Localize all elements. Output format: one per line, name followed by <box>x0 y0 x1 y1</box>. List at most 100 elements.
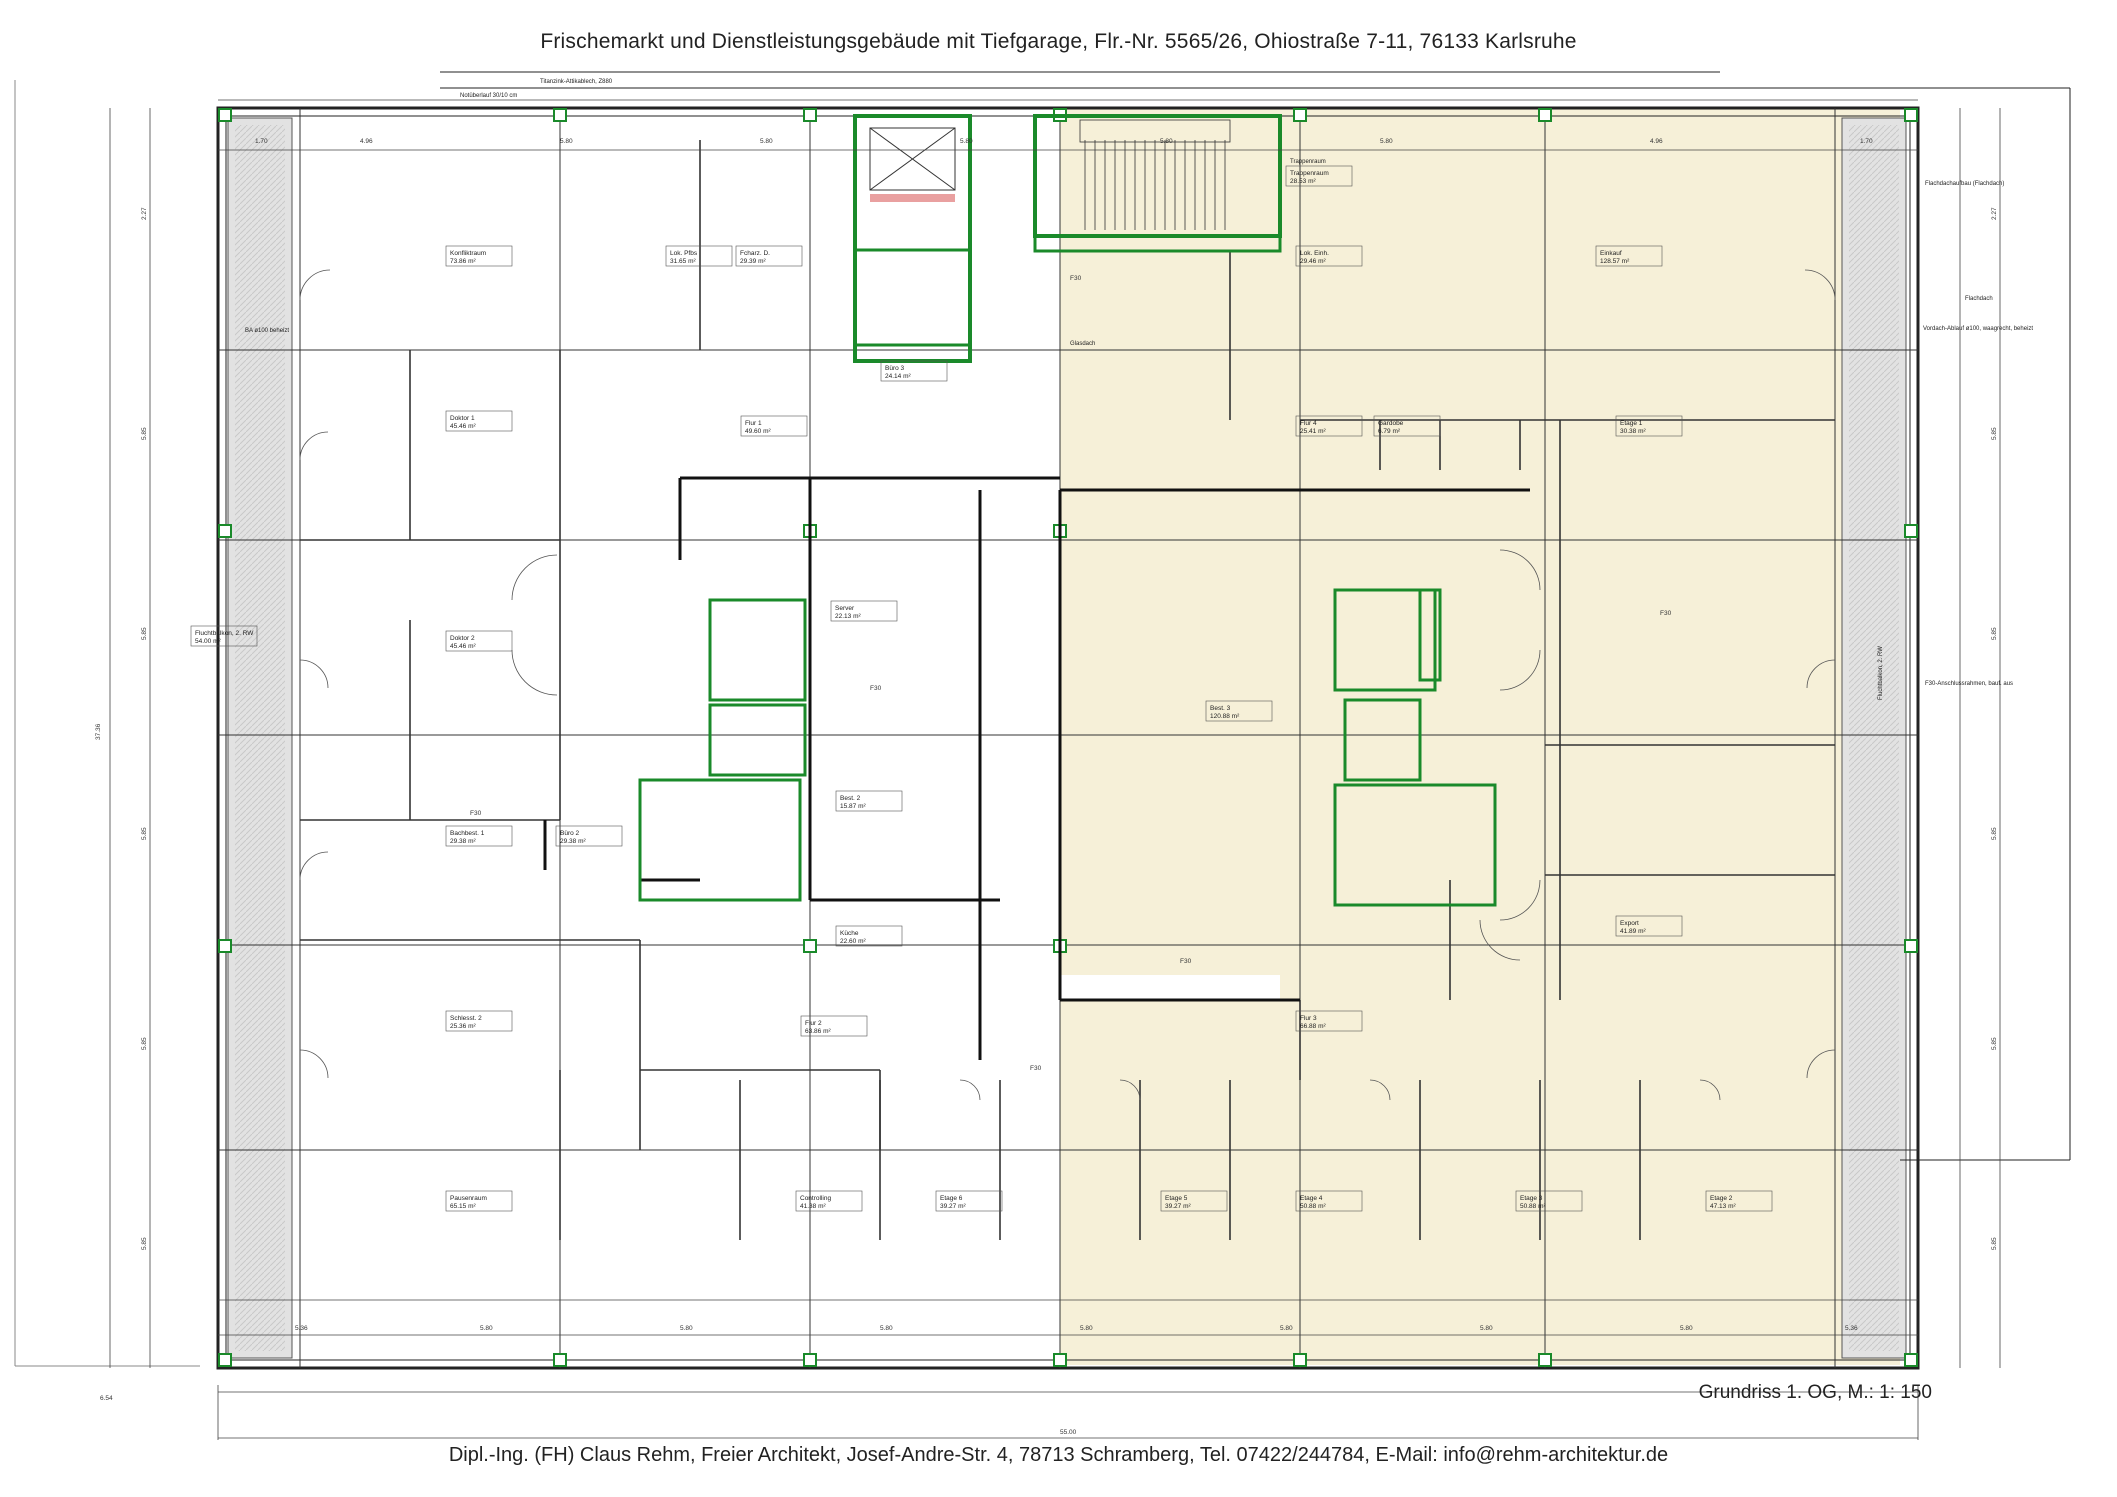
room-stamp-frame <box>735 245 803 267</box>
room-area: 50.88 m² <box>1520 1203 1546 1210</box>
f30-label-5: F30 <box>1180 958 1192 965</box>
room-stamp-frame <box>830 600 898 622</box>
overall-depth: 37.36 <box>95 723 102 740</box>
room-name: Gardobe <box>1378 420 1404 427</box>
dimensions-bottom: 5.36 5.80 5.80 5.80 5.80 5.80 5.80 5.80 … <box>100 1325 1858 1436</box>
dim-top-7: 5.80 <box>1380 138 1393 145</box>
room-area: 6.79 m² <box>1378 428 1401 435</box>
note-anschluss: F30-Anschlussrahmen, bauf. aus <box>1925 681 2013 687</box>
dimension-ticks <box>109 99 2001 1440</box>
note-flachdachaufbau: Flachdachaufbau (Flachdach) <box>1925 181 2004 187</box>
room-stamp-frame <box>555 825 623 847</box>
room-name: Etage 6 <box>940 1195 963 1202</box>
room-area: 25.36 m² <box>450 1023 476 1030</box>
room-stamp: Doktor 245.46 m² <box>445 630 513 652</box>
room-name: Lok. Einh. <box>1300 250 1329 257</box>
dim-side-r4: 5.85 <box>1991 827 1998 840</box>
interior-walls <box>300 140 1835 1240</box>
room-stamp-frame <box>1515 1190 1583 1212</box>
room-stamp-frame <box>445 245 513 267</box>
room-stamp-frame <box>1285 165 1353 187</box>
room-area: 66.88 m² <box>1300 1023 1326 1030</box>
room-area: 63.86 m² <box>805 1028 831 1035</box>
room-stamp: Flur 366.88 m² <box>1295 1010 1363 1032</box>
note-glasdach: Glasdach <box>1070 341 1095 347</box>
room-stamp-frame <box>1205 700 1273 722</box>
room-area: 41.38 m² <box>800 1203 826 1210</box>
f30-label-3: F30 <box>1660 610 1672 617</box>
edge-left: 6.54 <box>100 1395 113 1402</box>
room-stamp-frame <box>445 1190 513 1212</box>
f30-label-6: F30 <box>1030 1065 1042 1072</box>
room-area: 30.38 m² <box>1620 428 1646 435</box>
room-name: Etage 2 <box>1710 1195 1733 1202</box>
room-stamp: Etage 130.38 m² <box>1615 415 1683 437</box>
room-name: Export <box>1620 920 1639 927</box>
dim-top-5: 5.80 <box>960 138 973 145</box>
architect-footer: Dipl.-Ing. (FH) Claus Rehm, Freier Archi… <box>448 1444 1669 1466</box>
room-name: Büro 3 <box>885 365 905 372</box>
room-area: 45.46 m² <box>450 643 476 650</box>
dim-side-r1: 2.27 <box>1991 207 1998 220</box>
dim-side-5: 5.85 <box>141 1037 148 1050</box>
room-area: 128.57 m² <box>1600 258 1630 265</box>
dim-side-6: 5.85 <box>141 1237 148 1250</box>
room-area: 29.38 m² <box>560 838 586 845</box>
room-name: Flur 4 <box>1300 420 1317 427</box>
room-name: Fcharz. D. <box>740 250 770 257</box>
room-stamp-frame <box>795 1190 863 1212</box>
room-stamp: Fcharz. D.29.39 m² <box>735 245 803 267</box>
drawing-title: Frischemarkt und Dienstleistungsgebäude … <box>540 30 1577 53</box>
room-stamp-frame <box>740 415 808 437</box>
columns <box>218 108 1918 1367</box>
room-stamp: Flur 263.86 m² <box>800 1015 868 1037</box>
room-area: 50.88 m² <box>1300 1203 1326 1210</box>
dim-side-2: 5.85 <box>141 427 148 440</box>
shaded-zone <box>1060 108 1900 1365</box>
room-area: 54.00 m² <box>195 638 221 645</box>
room-stamp-frame <box>1373 415 1441 437</box>
room-stamp-frame <box>1595 245 1663 267</box>
note-flachdach: Flachdach <box>1965 296 1993 302</box>
dim-side-r6: 5.85 <box>1991 1237 1998 1250</box>
room-area: 41.89 m² <box>1620 928 1646 935</box>
dim-bottom-7: 5.80 <box>1480 1325 1493 1332</box>
dim-side-r5: 5.85 <box>1991 1037 1998 1050</box>
f30-label-4: F30 <box>1070 275 1082 282</box>
dim-top-1: 1.70 <box>255 138 268 145</box>
note-vordach: Vordach-Ablauf ø100, waagrecht, beheizt <box>1923 326 2033 332</box>
side-strips <box>227 117 1907 1359</box>
room-name: Etage 4 <box>1300 1195 1323 1202</box>
room-stamp: Etage 350.88 m² <box>1515 1190 1583 1212</box>
room-stamp: Bachbest. 129.38 m² <box>445 825 513 847</box>
room-name: Doktor 2 <box>450 635 475 642</box>
room-stamp-frame <box>445 630 513 652</box>
dim-bottom-2: 5.80 <box>480 1325 493 1332</box>
dim-top-9: 1.70 <box>1860 138 1873 145</box>
room-stamp-frame <box>445 825 513 847</box>
room-stamp-frame <box>1295 415 1363 437</box>
room-area: 22.60 m² <box>840 938 866 945</box>
room-name: Lok. Pfbs <box>670 250 698 257</box>
note-trappenraum: Trappenraum <box>1290 159 1326 165</box>
room-stamp-frame <box>190 625 258 647</box>
room-stamp-frame <box>445 410 513 432</box>
room-stamp: Büro 229.38 m² <box>555 825 623 847</box>
room-stamp: Best. 215.87 m² <box>835 790 903 812</box>
room-stamp: Etage 247.13 m² <box>1705 1190 1773 1212</box>
room-area: 49.60 m² <box>745 428 771 435</box>
dim-top-6: 5.80 <box>1160 138 1173 145</box>
room-name: Trappenraum <box>1290 170 1329 177</box>
room-stamp: Flur 425.41 m² <box>1295 415 1363 437</box>
room-name: Etage 3 <box>1520 1195 1543 1202</box>
room-area: 28.53 m² <box>1290 178 1316 185</box>
room-area: 22.13 m² <box>835 613 861 620</box>
room-name: Flur 1 <box>745 420 762 427</box>
dim-bottom-6: 5.80 <box>1280 1325 1293 1332</box>
